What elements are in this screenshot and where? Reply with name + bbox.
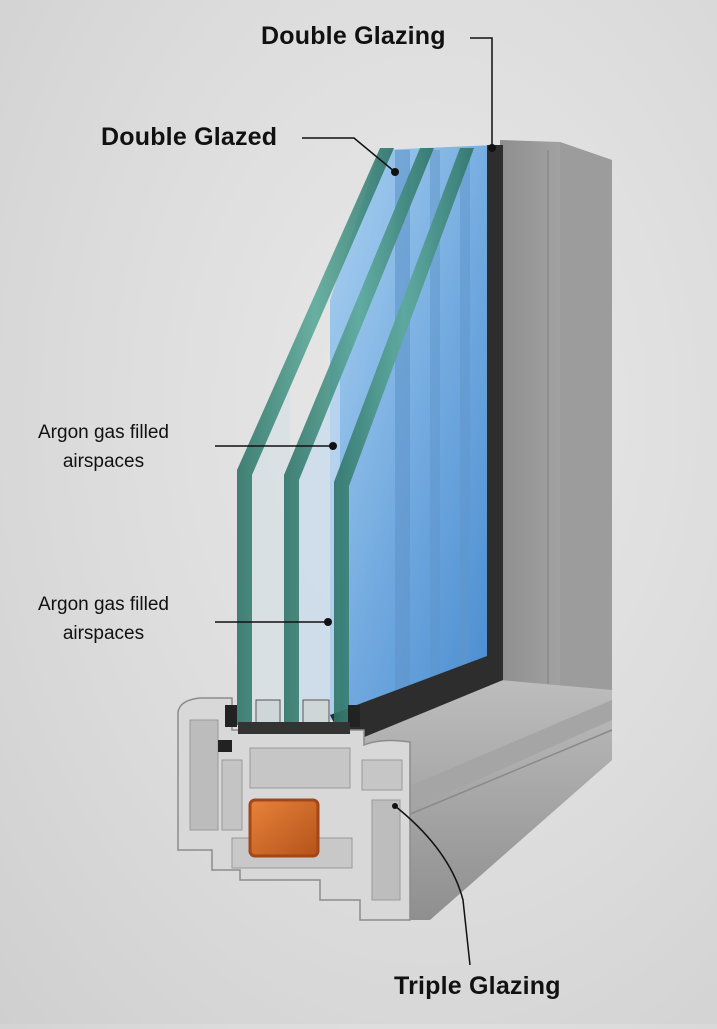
label-triple-glazing: Triple Glazing (394, 972, 561, 1000)
label-argon-bottom: Argon gas filled airspaces (38, 590, 169, 648)
inner-seal (330, 145, 503, 745)
leader-double-glazing (470, 37, 493, 148)
label-double-glazed: Double Glazed (101, 123, 278, 151)
steel-reinforcement (248, 798, 320, 858)
glass-pane-outer (237, 148, 394, 725)
label-argon-bottom-line1: Argon gas filled (38, 594, 169, 615)
leader-triple-glazing (394, 805, 471, 966)
leader-lines (215, 37, 496, 966)
label-double-glazing: Double Glazing (261, 22, 446, 50)
label-argon-top-line2: airspaces (62, 451, 145, 472)
glass-pane-middle (284, 148, 434, 725)
leader-double-glazed (302, 137, 396, 173)
glass-area (250, 145, 495, 720)
vertical-frame (500, 140, 612, 805)
label-argon-top-line1: Argon gas filled (38, 422, 169, 443)
pvc-profile-section (177, 697, 411, 921)
label-argon-top: Argon gas filled airspaces (38, 418, 169, 476)
label-argon-bottom-line2: airspaces (62, 623, 145, 644)
glass-pane-inner (334, 148, 474, 725)
bottom-frame (360, 680, 613, 920)
